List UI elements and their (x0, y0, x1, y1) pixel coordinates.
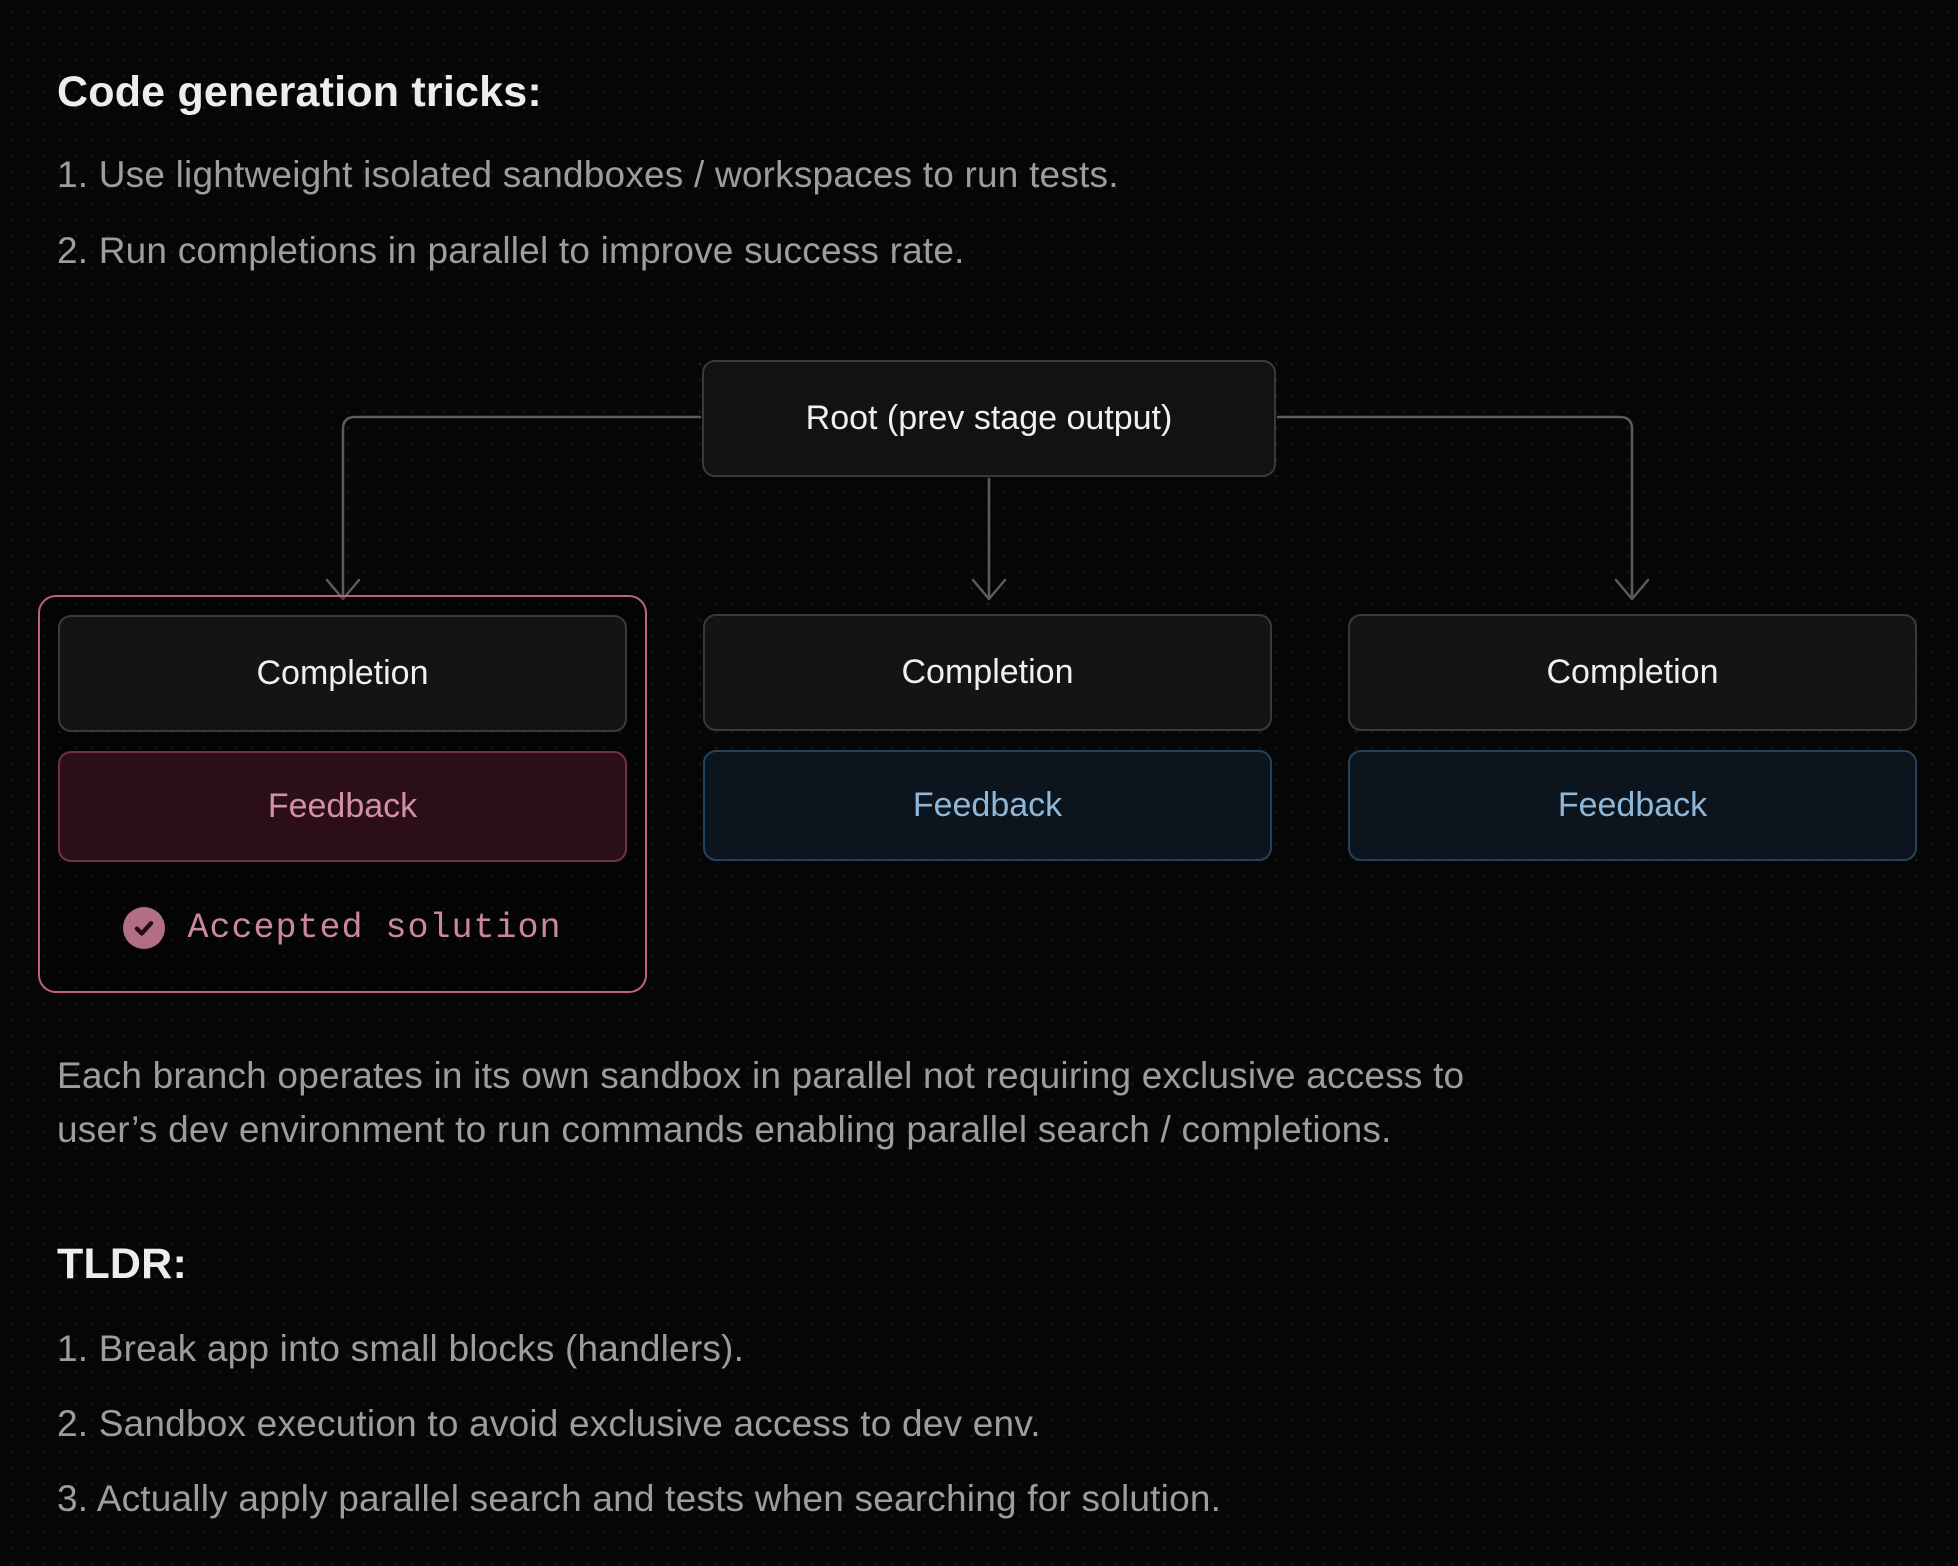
feedback-node-1-label: Feedback (267, 787, 418, 825)
root-node-label: Root (prev stage output) (805, 399, 1173, 437)
branch-explanation-line-1: Each branch operates in its own sandbox … (57, 1055, 1465, 1096)
feedback-node-3-label: Feedback (1557, 786, 1708, 824)
completion-node-3: Completion (1348, 614, 1917, 731)
tldr-item-1: 1. Break app into small blocks (handlers… (57, 1328, 745, 1369)
intro-item-1: 1. Use lightweight isolated sandboxes / … (57, 154, 1119, 195)
accepted-solution-badge: Accepted solution (40, 907, 645, 949)
feedback-node-2: Feedback (703, 750, 1272, 861)
feedback-node-2-label: Feedback (912, 786, 1063, 824)
connector-root-to-middle-arrow (971, 477, 1007, 601)
tldr-title: TLDR: (57, 1240, 187, 1288)
tldr-item-2: 2. Sandbox execution to avoid exclusive … (57, 1403, 1041, 1444)
completion-node-2-label: Completion (901, 653, 1074, 691)
branch-explanation-line-2: user’s dev environment to run commands e… (57, 1109, 1392, 1150)
feedback-node-3: Feedback (1348, 750, 1917, 861)
page-title: Code generation tricks: (57, 68, 542, 116)
intro-item-2: 2. Run completions in parallel to improv… (57, 230, 965, 271)
completion-node-1: Completion (58, 615, 627, 732)
completion-node-3-label: Completion (1546, 653, 1719, 691)
tldr-item-3: 3. Actually apply parallel search and te… (57, 1478, 1222, 1519)
connector-root-to-right-arrow (1276, 415, 1650, 601)
feedback-node-1: Feedback (58, 751, 627, 862)
completion-node-2: Completion (703, 614, 1272, 731)
accepted-solution-label: Accepted solution (187, 908, 562, 948)
connector-root-to-left-arrow (325, 415, 702, 601)
branch-accepted-container: Completion Feedback Accepted solution (38, 595, 647, 993)
check-circle-icon (123, 907, 166, 949)
root-node: Root (prev stage output) (702, 360, 1276, 477)
completion-node-1-label: Completion (256, 654, 429, 692)
